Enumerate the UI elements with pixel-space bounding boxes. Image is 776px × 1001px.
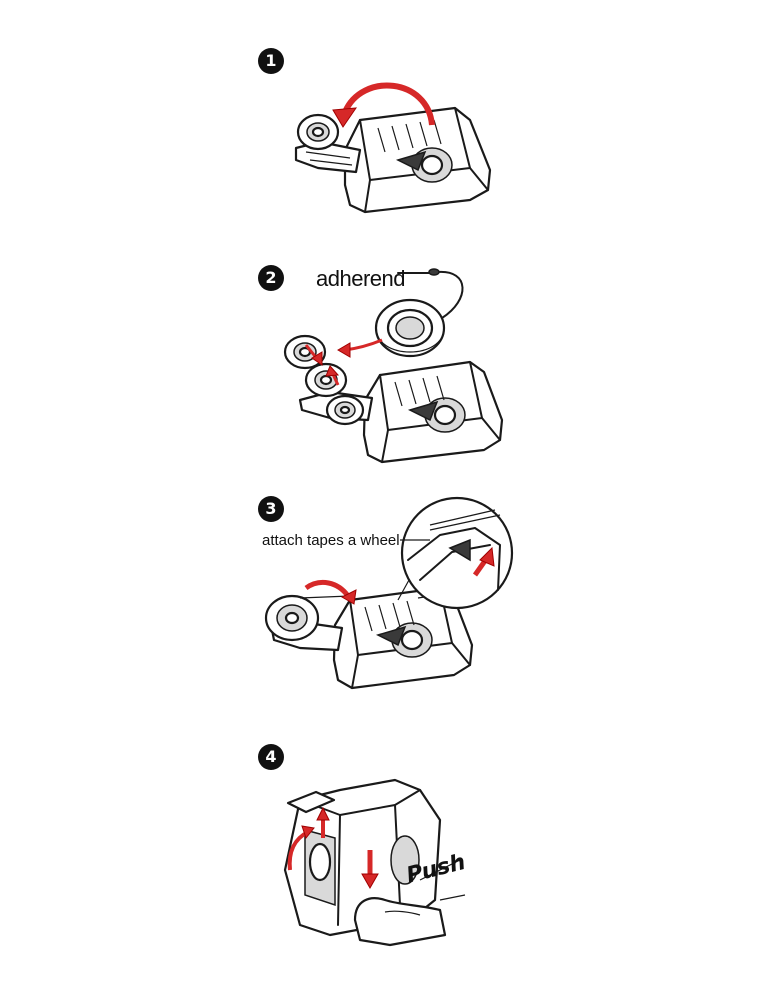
step-1-dispenser xyxy=(294,70,492,214)
step-2-dispenser xyxy=(283,268,504,464)
step-2-badge: 2 xyxy=(258,265,284,291)
step-3-badge: 3 xyxy=(258,496,284,522)
step-4-badge: 4 xyxy=(258,744,284,770)
attach-wheel-label: attach tapes a wheel xyxy=(262,532,400,549)
adherend-label: adherend xyxy=(316,266,405,291)
step-4-dispenser xyxy=(283,778,466,947)
step-3-dispenser xyxy=(264,496,514,690)
step-1-badge: 1 xyxy=(258,48,284,74)
